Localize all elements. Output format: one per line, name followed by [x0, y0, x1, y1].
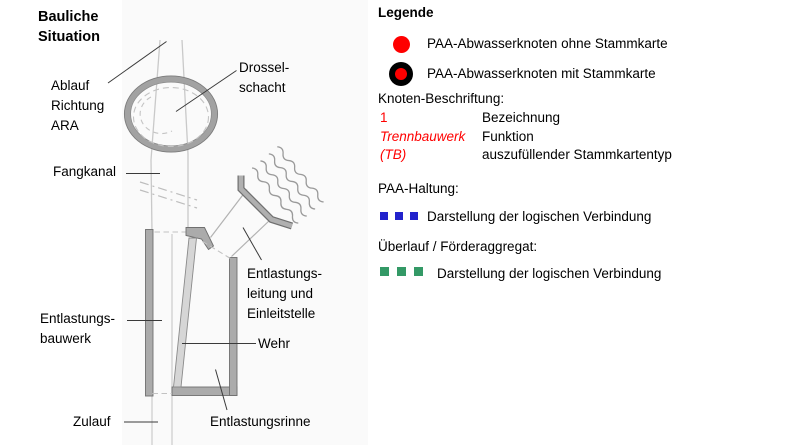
- ueberlauf-description: Darstellung der logischen Verbindung: [437, 266, 662, 281]
- label-entlastungsbauwerk: Entlastungs- bauwerk: [40, 311, 116, 346]
- paa-node-ringed-dot-icon: [389, 61, 413, 86]
- right-wall: [229, 257, 238, 396]
- ueberlauf-heading: Überlauf / Förderaggregat:: [378, 239, 538, 254]
- desc-funktion: Funktion: [482, 128, 534, 144]
- label-entlastungsleitung: Entlastungs- leitung und Einleitstelle: [247, 266, 323, 321]
- ueberlauf-dash-swatch-icon: [380, 266, 431, 276]
- legend-title: Legende: [378, 5, 434, 20]
- paa-haltung-heading: PAA-Haltung:: [378, 181, 459, 196]
- knoten-beschriftung-heading: Knoten-Beschriftung:: [378, 91, 505, 106]
- leader-ablauf: [107, 41, 167, 84]
- leader-lines: [107, 41, 262, 423]
- legend-node-without-card: PAA-Abwasserknoten ohne Stammkarte: [427, 36, 668, 51]
- label-zulauf: Zulauf: [73, 414, 111, 429]
- relief-pipe: [210, 175, 294, 257]
- sample-bezeichnung: 1: [380, 110, 388, 125]
- label-entlastungsrinne: Entlastungsrinne: [210, 414, 311, 429]
- leader-entlastungsrinne: [215, 369, 228, 411]
- water-waves: [251, 146, 324, 224]
- paa-haltung-description: Darstellung der logischen Verbindung: [427, 209, 652, 224]
- leader-drosselschacht: [175, 70, 237, 112]
- label-fangkanal: Fangkanal: [53, 164, 117, 179]
- left-wall: [145, 229, 154, 397]
- desc-bezeichnung: Bezeichnung: [482, 110, 561, 125]
- diagram-title: Bauliche Situation: [38, 9, 101, 45]
- knoten-row-funktion: Trennbauwerk Funktion: [380, 129, 710, 145]
- sample-stammkartentyp: (TB): [380, 147, 407, 162]
- legend-node-with-card: PAA-Abwasserknoten mit Stammkarte: [427, 66, 656, 81]
- label-ablauf-richtung-ara: Ablauf Richtung ARA: [51, 78, 105, 133]
- ring-inner-dashed-ellipse: [132, 86, 210, 148]
- ringed-dot-core: [395, 67, 407, 80]
- sample-funktion: Trennbauwerk: [380, 128, 466, 144]
- paa-haltung-dash-swatch-icon: [380, 211, 425, 220]
- throttle-dashed-swirl: [139, 96, 173, 135]
- weir-plate: [173, 237, 197, 388]
- knoten-row-stammkartentyp: (TB) auszufüllender Stammkartentyp: [380, 147, 710, 163]
- knoten-row-bezeichnung: 1 Bezeichnung: [380, 110, 710, 126]
- paa-node-dot-icon: [393, 35, 410, 53]
- drosselschacht-ring: [123, 75, 219, 153]
- desc-stammkartentyp: auszufüllender Stammkartentyp: [482, 147, 672, 162]
- leader-entlastungsleitung: [242, 227, 262, 261]
- pipe-opening-dash: [202, 241, 231, 259]
- label-wehr: Wehr: [258, 336, 291, 351]
- diagram-backdrop: [122, 0, 368, 445]
- channel-floor: [171, 386, 238, 396]
- construction-diagram: [107, 0, 368, 445]
- label-drosselschacht: Drossel- schacht: [239, 60, 290, 95]
- structure-dashed-joints: [152, 231, 231, 395]
